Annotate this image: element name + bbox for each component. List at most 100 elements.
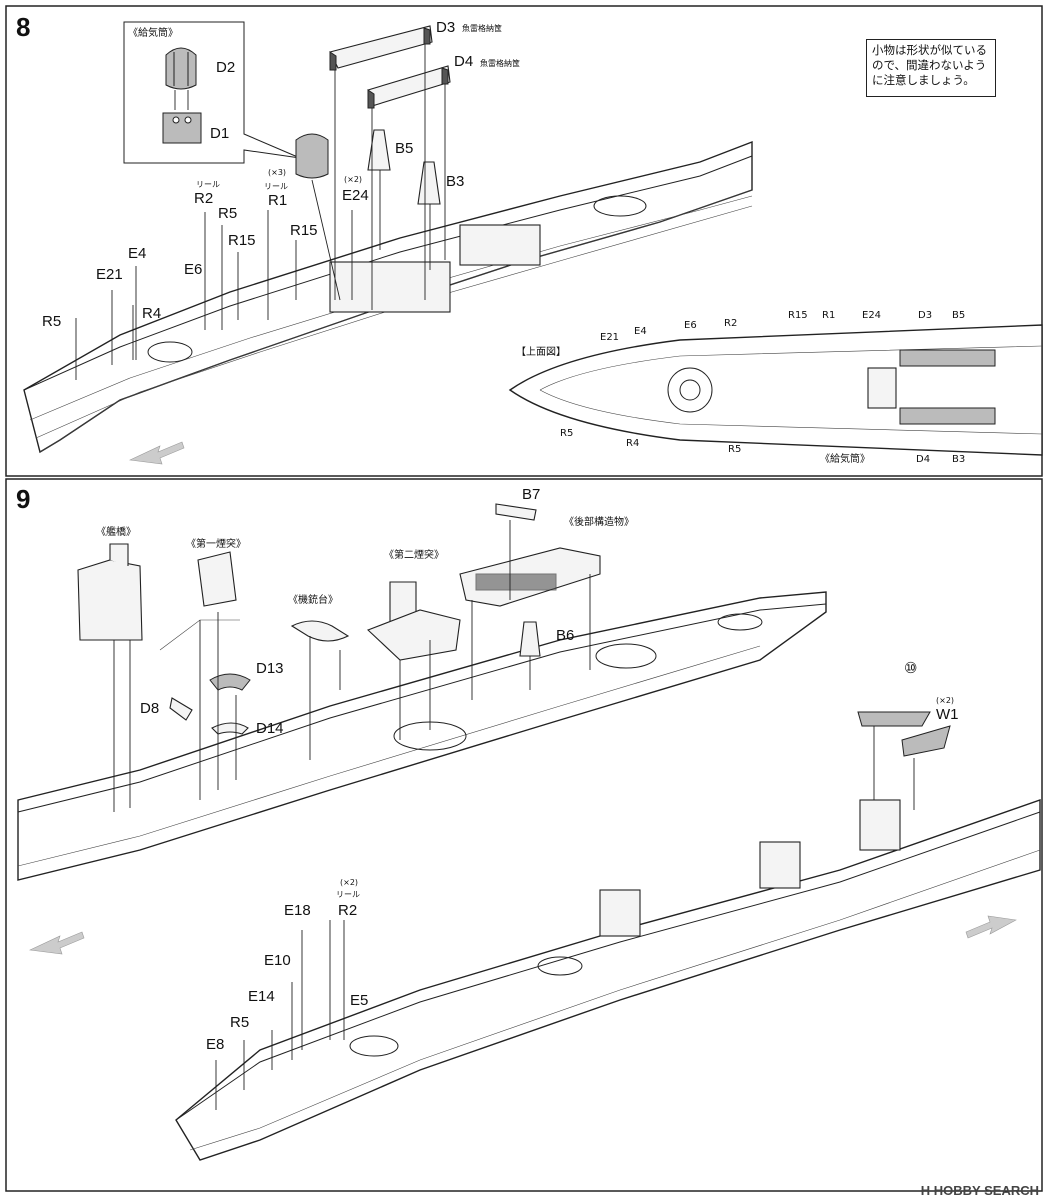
- part-b3: [417, 161, 441, 205]
- label-b5: B5: [395, 140, 413, 157]
- step8-hull: [23, 140, 753, 454]
- label-funnel1: 《第一煙突》: [186, 537, 246, 550]
- step9-frame: [5, 478, 1043, 1192]
- part-b5: [367, 129, 391, 171]
- label-e8: E8: [206, 1036, 224, 1053]
- label-bridge: 《艦橋》: [96, 525, 136, 538]
- part-d3: [329, 25, 433, 71]
- step9-number: 9: [16, 484, 30, 514]
- label-d3-note: 魚雷格納筺: [462, 23, 502, 33]
- label-d3: D3: [436, 19, 455, 36]
- label-gunmount: 《機銃台》: [288, 593, 338, 606]
- label-e5: E5: [350, 992, 368, 1009]
- label-d4: D4: [454, 53, 473, 70]
- part-w1-boat-1: [857, 711, 931, 727]
- step9-left-arrow: [28, 931, 85, 955]
- label-d14: D14: [256, 720, 284, 737]
- step9-leaders-lower: [215, 726, 915, 1110]
- label-e6: E6: [184, 261, 202, 278]
- top-view-label: E24: [862, 310, 881, 321]
- caution-note: 小物は形状が似ているので、間違わないように注意しましょう。: [866, 39, 996, 97]
- step8-number: 8: [16, 12, 30, 42]
- part-d1: [162, 112, 202, 144]
- label-funnel2: 《第二煙突》: [384, 548, 444, 561]
- top-view-label: E4: [634, 326, 647, 337]
- part-b7: [495, 503, 537, 521]
- top-view-label: E21: [600, 332, 619, 343]
- label-r1: R1: [268, 192, 287, 209]
- part-d8: [169, 697, 193, 721]
- label-b7: B7: [522, 486, 540, 503]
- label-r5a: R5: [218, 205, 237, 222]
- label-r15a: R15: [228, 232, 256, 249]
- label-r2-x2: (×2): [340, 878, 358, 887]
- label-e18: E18: [284, 902, 311, 919]
- label-kyukitou: 《給気筒》: [128, 26, 178, 39]
- step9-hull-upper: [17, 591, 827, 881]
- label-e24: E24: [342, 187, 369, 204]
- label-r2: R2: [194, 190, 213, 207]
- label-ten: ⑩: [904, 660, 917, 677]
- label-d1: D1: [210, 125, 229, 142]
- watermark: H HOBBY SEARCH: [920, 1183, 1039, 1198]
- step8-frame: [5, 5, 1043, 477]
- label-d2: D2: [216, 59, 235, 76]
- label-d4-note: 魚雷格納筺: [480, 58, 520, 68]
- step9-right-arrow: [965, 915, 1017, 939]
- label-e10: E10: [264, 952, 291, 969]
- top-view-label: 《給気筒》: [820, 452, 870, 465]
- label-e24-x2: (×2): [344, 175, 362, 184]
- step9-leaders-upper: [113, 520, 591, 812]
- part-b6: [519, 621, 541, 657]
- part-bridge: [77, 543, 143, 641]
- label-e14: E14: [248, 988, 275, 1005]
- label-d8: D8: [140, 700, 159, 717]
- label-r2-s9: R2: [338, 902, 357, 919]
- top-view-label: R1: [822, 310, 835, 321]
- step9-hull-lower: [175, 799, 1041, 1161]
- step8-leaders: [75, 44, 446, 380]
- label-r5b: R5: [42, 313, 61, 330]
- label-w1: W1: [936, 706, 959, 723]
- top-view-title: 【上面図】: [516, 346, 566, 358]
- part-ventilator: [295, 133, 329, 179]
- top-view-label: R15: [788, 310, 808, 321]
- label-b6: B6: [556, 627, 574, 644]
- top-view-label: B3: [952, 454, 965, 465]
- top-view-label: R5: [728, 444, 741, 455]
- ventilator-inset: 《給気筒》 D2 D1: [123, 21, 301, 164]
- part-funnel2: [366, 581, 461, 661]
- label-w1-x2: (×2): [936, 696, 954, 705]
- step8-direction-arrow: [128, 441, 185, 465]
- label-r1-reel: リール: [264, 182, 288, 191]
- top-view-label: R2: [724, 318, 737, 329]
- label-r2-reel: リール: [196, 180, 220, 189]
- part-d14: [211, 722, 249, 735]
- label-rear: 《後部構造物》: [564, 515, 634, 528]
- label-e21: E21: [96, 266, 123, 283]
- top-view-label: E6: [684, 320, 697, 331]
- part-funnel1: [159, 551, 240, 651]
- label-r5-s9: R5: [230, 1014, 249, 1031]
- part-w1-boat-2: [901, 725, 951, 757]
- top-view-label: B5: [952, 310, 965, 321]
- top-view-label: D3: [918, 310, 932, 321]
- top-view-label: D4: [916, 454, 930, 465]
- label-e4: E4: [128, 245, 146, 262]
- top-view: 【上面図】: [508, 324, 1043, 456]
- label-r1-x3: (×3): [268, 168, 286, 177]
- part-gunmount: [290, 620, 350, 690]
- label-r4: R4: [142, 305, 161, 322]
- top-view-label: R5: [560, 428, 573, 439]
- label-r2-reel: リール: [336, 890, 360, 899]
- part-d2: [165, 47, 197, 90]
- part-rear-structure: [459, 547, 601, 607]
- part-d13: [209, 673, 251, 691]
- label-b3: B3: [446, 173, 464, 190]
- top-view-label: R4: [626, 438, 639, 449]
- label-r15b: R15: [290, 222, 318, 239]
- part-d4: [367, 65, 451, 109]
- label-d13: D13: [256, 660, 284, 677]
